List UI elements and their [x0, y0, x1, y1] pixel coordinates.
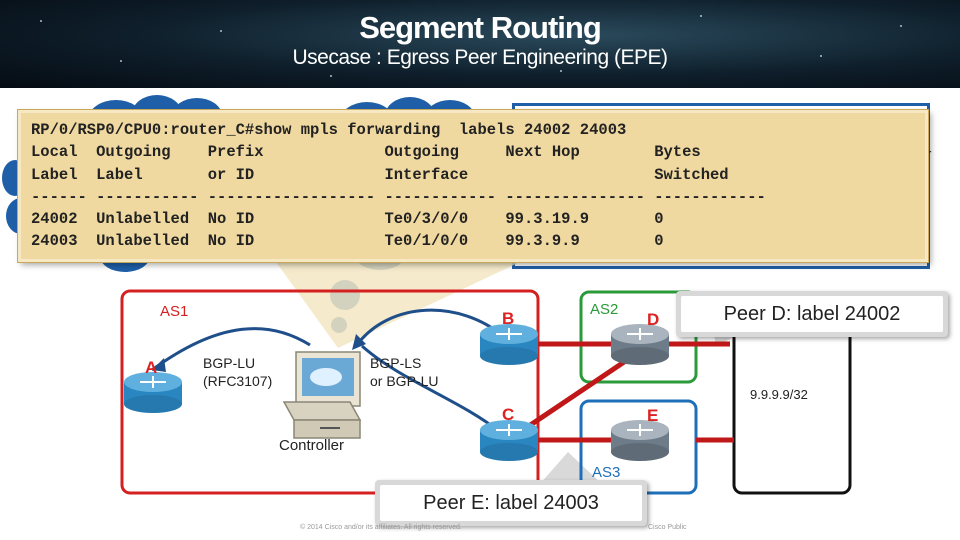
bgp-ls-session-b: [354, 308, 504, 347]
peer-d-callout-text: Peer D: label 24002: [681, 296, 943, 332]
cli-row-24002: 24002 Unlabelled No ID Te0/3/0/0 99.3.19…: [31, 210, 664, 229]
controller-label: Controller: [279, 437, 345, 454]
as2-box: [579, 290, 698, 384]
page-subtitle: Usecase : Egress Peer Engineering (EPE): [292, 46, 668, 69]
footer-copyright: © 2014 Cisco and/or its affiliates. All …: [300, 524, 462, 531]
bgp-lu-session: [151, 327, 311, 372]
node-e-label: E: [647, 406, 659, 425]
router-e-icon: [611, 420, 669, 461]
star-dot: [900, 25, 902, 27]
as2-label: AS2: [590, 301, 619, 318]
bgp-lu-line1: BGP-LU: [203, 355, 256, 371]
bgp-lu-label: BGP-LU (RFC3107): [203, 354, 272, 390]
node-b-label: B: [502, 309, 515, 328]
router-c-icon: [480, 420, 538, 461]
router-a-icon: [124, 372, 182, 413]
prefix-label: 9.9.9.9/32: [750, 387, 808, 402]
peer-e-callout: Peer E: label 24003: [375, 480, 647, 526]
as1-label: AS1: [160, 303, 189, 320]
cli-header-line-2: Label Label or ID Interface Switched: [31, 165, 729, 184]
arrow-head: [352, 334, 366, 350]
router-b-icon: [480, 324, 538, 365]
bgp-ls-label: BGP-LS or BGP-LU: [370, 354, 438, 390]
star-dot: [820, 55, 822, 57]
star-dot: [330, 75, 332, 77]
star-dot: [560, 70, 562, 72]
router-d-icon: [611, 324, 669, 365]
cli-separator-line: ------ ----------- ------------------ --…: [31, 187, 766, 206]
terminal-callout-pointer: [276, 262, 520, 348]
cli-header-line-1: Local Outgoing Prefix Outgoing Next Hop …: [31, 143, 701, 162]
node-c-label: C: [502, 405, 515, 424]
star-dot: [220, 30, 222, 32]
star-dot: [40, 20, 42, 22]
star-dot: [120, 60, 122, 62]
bgp-ls-line1: BGP-LS: [370, 355, 422, 371]
cli-output-panel: RP/0/RSP0/CPU0:router_C#show mpls forwar…: [18, 110, 928, 262]
bgp-ls-line2: or BGP-LU: [370, 373, 439, 389]
header-banner: Segment Routing Usecase : Egress Peer En…: [0, 0, 960, 88]
bgp-lu-line2: (RFC3107): [203, 373, 273, 389]
peer-d-callout: Peer D: label 24002: [676, 291, 948, 337]
as3-label: AS3: [592, 464, 621, 481]
cli-command-line: RP/0/RSP0/CPU0:router_C#show mpls forwar…: [31, 121, 627, 139]
arrow-head: [152, 358, 166, 372]
node-a-label: A: [145, 358, 158, 377]
peer-e-callout-pointer: [538, 452, 604, 486]
bgp-ls-session-c: [361, 344, 501, 434]
node-d-label: D: [647, 310, 660, 329]
controller-computer-icon: [282, 351, 362, 439]
star-dot: [700, 15, 702, 17]
footer-classification: Cisco Public: [648, 524, 687, 531]
link-c-d: [518, 351, 638, 435]
page-title: Segment Routing: [359, 10, 602, 45]
as1-box: [120, 289, 540, 495]
peer-e-callout-text: Peer E: label 24003: [380, 485, 642, 521]
cli-row-24003: 24003 Unlabelled No ID Te0/1/0/0 99.3.9.…: [31, 232, 664, 251]
